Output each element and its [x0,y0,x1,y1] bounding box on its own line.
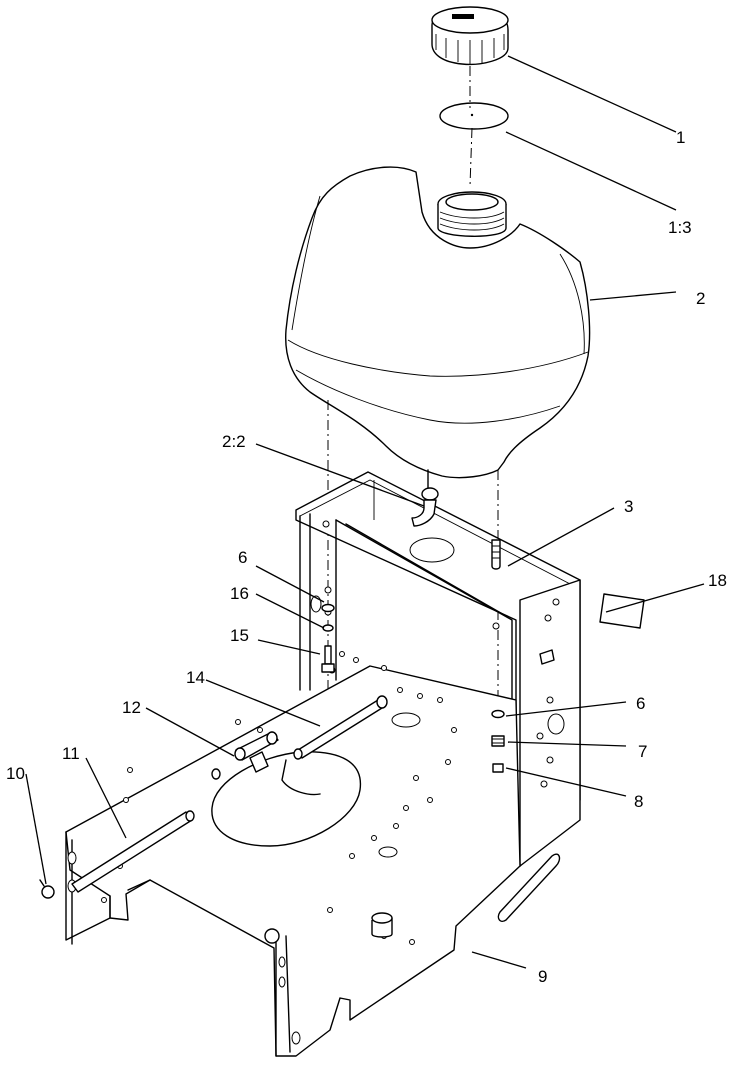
callout-8: 8 [634,792,643,811]
callout-7: 7 [638,742,647,761]
callout-1-3: 1:3 [668,218,692,237]
hose-clamp-upper [376,695,388,709]
fuel-tank [285,166,591,479]
callout-1: 1 [676,128,685,147]
callout-11: 11 [62,744,80,763]
cap-gasket [439,102,509,130]
callouts: 1 1:3 2 2:2 3 6 16 15 18 14 12 11 10 6 7… [6,128,727,986]
callout-15: 15 [230,626,249,645]
callout-16: 16 [230,584,249,603]
callout-18: 18 [708,571,727,590]
callout-6-right: 6 [636,694,645,713]
right-mount-hardware [491,709,505,773]
callout-2: 2 [696,289,705,308]
callout-12: 12 [122,698,141,717]
callout-14: 14 [186,668,205,687]
callout-9: 9 [538,967,547,986]
fuel-filter [211,731,279,780]
frame [65,471,581,1057]
callout-3: 3 [624,497,633,516]
callout-10: 10 [6,764,25,783]
isolator [491,539,501,570]
hose-clamp-lower [39,879,55,899]
leader-lines [25,55,705,969]
fuel-outlet-fitting [411,469,439,527]
fuel-cap [431,6,509,66]
fuel-hose-lower [71,810,195,893]
callout-2-2: 2:2 [222,432,246,451]
callout-6-left: 6 [238,548,247,567]
decal [599,593,645,629]
left-mount-hardware [321,603,335,673]
